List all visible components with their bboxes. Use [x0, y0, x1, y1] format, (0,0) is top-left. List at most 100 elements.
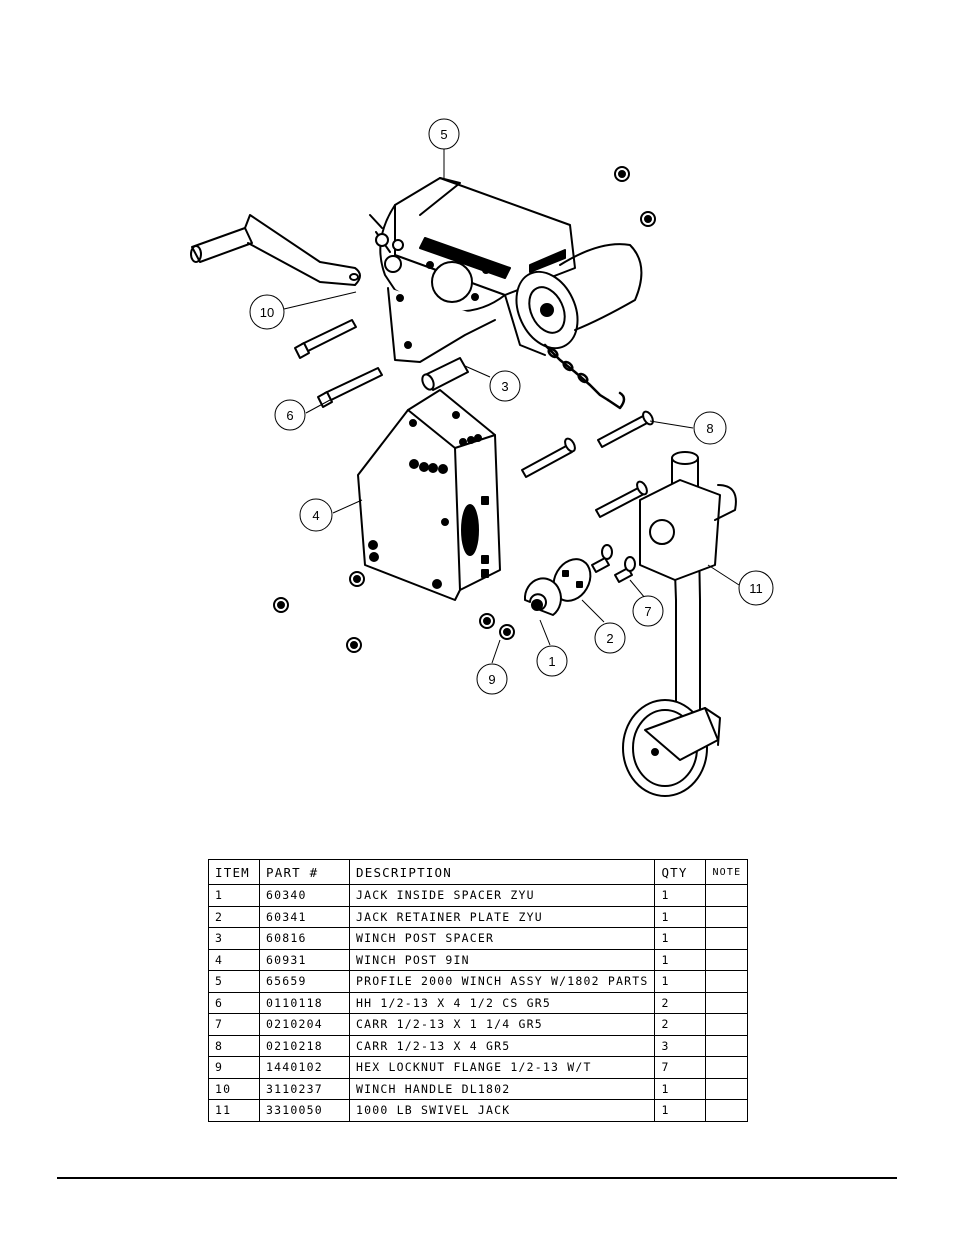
header-note: NOTE	[705, 859, 749, 885]
cell-note	[705, 991, 749, 1014]
cell-part: 60340	[259, 884, 350, 907]
table-row: 8 0210218 CARR 1/2-13 X 4 GR5 3	[208, 1034, 749, 1057]
cell-qty: 1	[654, 884, 707, 907]
cell-note	[705, 948, 749, 971]
svg-text:7: 7	[644, 604, 651, 619]
callout-10: 10	[249, 294, 285, 330]
table-row: 1 60340 JACK INSIDE SPACER ZYU 1	[208, 884, 749, 907]
short-carriage-bolt-b	[614, 556, 636, 583]
svg-text:1: 1	[548, 654, 555, 669]
cell-qty: 1	[654, 970, 707, 993]
winch-assembly	[369, 177, 643, 363]
header-part-number: PART #	[259, 859, 350, 885]
jack-inside-spacer	[523, 577, 562, 616]
cell-qty: 1	[654, 948, 707, 971]
callout-1: 1	[536, 645, 568, 677]
svg-text:11: 11	[749, 581, 763, 596]
cell-qty: 2	[654, 1013, 707, 1036]
cell-part: 65659	[259, 970, 350, 993]
hex-locknut-7	[499, 624, 515, 640]
callout-7: 7	[632, 595, 664, 627]
hex-locknut-3	[349, 571, 365, 587]
cell-qty: 2	[654, 991, 707, 1014]
cell-part: 1440102	[259, 1056, 350, 1079]
callout-6: 6	[274, 399, 306, 431]
cell-item: 11	[208, 1099, 260, 1122]
cell-part: 60816	[259, 927, 350, 950]
svg-text:5: 5	[440, 127, 447, 142]
svg-text:10: 10	[260, 305, 274, 320]
callout-4: 4	[299, 498, 333, 532]
cell-description: CARR 1/2-13 X 4 GR5	[348, 1034, 656, 1057]
svg-text:2: 2	[606, 631, 613, 646]
cell-description: WINCH HANDLE DL1802	[348, 1077, 656, 1100]
hex-bolt-lower	[317, 367, 383, 408]
hex-locknut-2	[640, 211, 656, 227]
cell-item: 10	[208, 1077, 260, 1100]
cell-item: 9	[208, 1056, 260, 1079]
table-row: 11 3310050 1000 LB SWIVEL JACK 1	[208, 1099, 749, 1122]
cell-part: 3110237	[259, 1077, 350, 1100]
callout-3: 3	[489, 370, 521, 402]
cell-description: WINCH POST 9IN	[348, 948, 656, 971]
cell-description: WINCH POST SPACER	[348, 927, 656, 950]
carriage-bolt-a	[521, 437, 576, 478]
cell-note	[705, 905, 749, 928]
cell-part: 60931	[259, 948, 350, 971]
cell-item: 5	[208, 970, 260, 993]
cell-note	[705, 1099, 749, 1122]
cell-note	[705, 1013, 749, 1036]
cell-qty: 1	[654, 1077, 707, 1100]
cell-note	[705, 1056, 749, 1079]
callout-5: 5	[428, 118, 460, 150]
callout-11: 11	[738, 570, 774, 606]
winch-handle	[190, 214, 361, 286]
cell-qty: 1	[654, 1099, 707, 1122]
cell-item: 1	[208, 884, 260, 907]
bill-of-materials-table: ITEM PART # DESCRIPTION QTY NOTE 1 60340…	[208, 859, 749, 1122]
callout-8: 8	[693, 411, 727, 445]
cell-note	[705, 1034, 749, 1057]
cell-description: CARR 1/2-13 X 1 1/4 GR5	[348, 1013, 656, 1036]
table-row: 7 0210204 CARR 1/2-13 X 1 1/4 GR5 2	[208, 1013, 749, 1036]
svg-text:4: 4	[312, 508, 319, 523]
table-row: 2 60341 JACK RETAINER PLATE ZYU 1	[208, 905, 749, 928]
svg-text:9: 9	[488, 672, 495, 687]
cell-part: 3310050	[259, 1099, 350, 1122]
cell-item: 4	[208, 948, 260, 971]
cell-item: 3	[208, 927, 260, 950]
cell-description: HH 1/2-13 X 4 1/2 CS GR5	[348, 991, 656, 1014]
hex-bolt-upper	[294, 319, 357, 359]
table-row: 4 60931 WINCH POST 9IN 1	[208, 948, 749, 971]
svg-text:8: 8	[706, 421, 713, 436]
cell-part: 60341	[259, 905, 350, 928]
cell-qty: 7	[654, 1056, 707, 1079]
cell-note	[705, 1077, 749, 1100]
footer-rule	[57, 1177, 897, 1179]
swivel-jack	[622, 451, 737, 797]
table-row: 10 3110237 WINCH HANDLE DL1802 1	[208, 1077, 749, 1100]
cell-description: JACK INSIDE SPACER ZYU	[348, 884, 656, 907]
cell-note	[705, 927, 749, 950]
carriage-bolt-c	[595, 480, 648, 518]
cell-item: 6	[208, 991, 260, 1014]
bom-header-row: ITEM PART # DESCRIPTION QTY NOTE	[208, 859, 749, 885]
cell-note	[705, 884, 749, 907]
winch-chain	[543, 343, 626, 410]
cell-description: 1000 LB SWIVEL JACK	[348, 1099, 656, 1122]
table-row: 5 65659 PROFILE 2000 WINCH ASSY W/1802 P…	[208, 970, 749, 993]
callout-2: 2	[594, 622, 626, 654]
table-row: 6 0110118 HH 1/2-13 X 4 1/2 CS GR5 2	[208, 991, 749, 1014]
callout-9: 9	[476, 663, 508, 695]
cell-description: PROFILE 2000 WINCH ASSY W/1802 PARTS	[348, 970, 656, 993]
winch-post-spacer	[421, 357, 469, 391]
cell-description: JACK RETAINER PLATE ZYU	[348, 905, 656, 928]
table-row: 3 60816 WINCH POST SPACER 1	[208, 927, 749, 950]
short-carriage-bolt-a	[591, 544, 613, 573]
header-description: DESCRIPTION	[348, 859, 656, 885]
winch-post	[357, 389, 501, 601]
cell-item: 8	[208, 1034, 260, 1057]
cell-qty: 1	[654, 905, 707, 928]
carriage-bolt-b	[597, 410, 654, 448]
